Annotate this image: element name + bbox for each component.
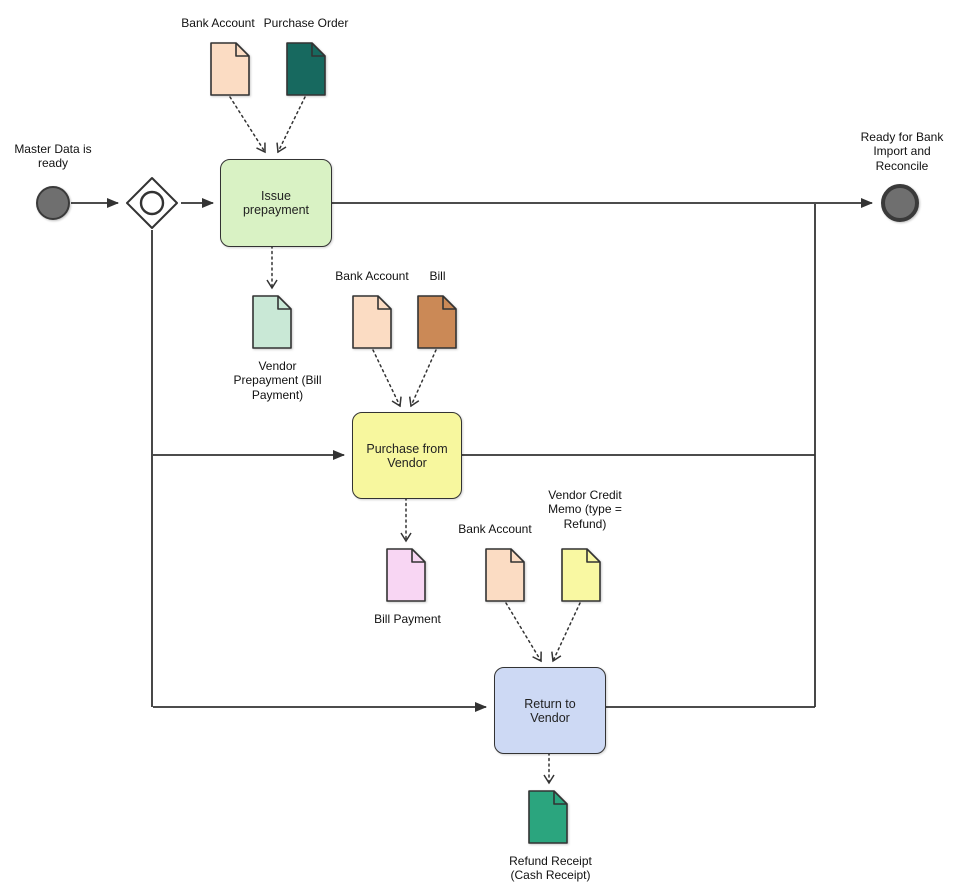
document-icon <box>352 295 392 349</box>
document-purchase-order <box>286 42 326 96</box>
task-purchase-from-vendor: Purchase from Vendor <box>352 412 462 499</box>
document-label: Purchase Order <box>263 16 349 30</box>
document-icon <box>252 295 292 349</box>
document-vendor-prepayment <box>252 295 292 349</box>
end-event-label: Ready for Bank Import and Reconcile <box>860 130 944 173</box>
document-label: Bill <box>429 269 446 283</box>
document-bank-account-top <box>210 42 250 96</box>
document-label: Bank Account <box>458 522 532 536</box>
assoc-vendor-credit-memo-to-return <box>551 602 581 663</box>
document-vendor-credit-memo <box>561 548 601 602</box>
document-icon <box>386 548 426 602</box>
document-bill-payment <box>386 548 426 602</box>
document-icon <box>528 790 568 844</box>
document-label: Vendor Credit Memo (type = Refund) <box>548 488 622 531</box>
task-label: Return to Vendor <box>524 696 576 725</box>
document-icon <box>561 548 601 602</box>
start-event <box>36 186 70 220</box>
task-label: Purchase from Vendor <box>366 441 448 470</box>
assoc-bill-to-purchase <box>408 349 437 408</box>
document-label: Bank Account <box>181 16 255 30</box>
document-bill <box>417 295 457 349</box>
assoc-purchase-order-to-issue-prepayment <box>276 96 306 154</box>
end-event <box>881 184 919 222</box>
document-bank-account-mid <box>352 295 392 349</box>
document-label: Bank Account <box>335 269 409 283</box>
document-icon <box>286 42 326 96</box>
inclusive-gateway <box>126 177 178 229</box>
document-label: Vendor Prepayment (Bill Payment) <box>233 359 322 402</box>
task-issue-prepayment: Issue prepayment <box>220 159 332 247</box>
document-icon <box>417 295 457 349</box>
assoc-bank-account-mid-to-purchase <box>372 349 402 408</box>
document-label: Bill Payment <box>374 612 441 626</box>
task-label: Issue prepayment <box>242 189 309 217</box>
document-icon <box>210 42 250 96</box>
document-icon <box>485 548 525 602</box>
assoc-bank-account-bottom-to-return <box>505 602 542 663</box>
start-event-label: Master Data is ready <box>14 142 92 171</box>
document-refund-receipt <box>528 790 568 844</box>
gateway-circle-icon <box>139 190 165 216</box>
assoc-bank-account-top-to-issue-prepayment <box>229 96 266 154</box>
task-return-to-vendor: Return to Vendor <box>494 667 606 754</box>
document-label: Refund Receipt (Cash Receipt) <box>509 854 592 883</box>
document-bank-account-bottom <box>485 548 525 602</box>
